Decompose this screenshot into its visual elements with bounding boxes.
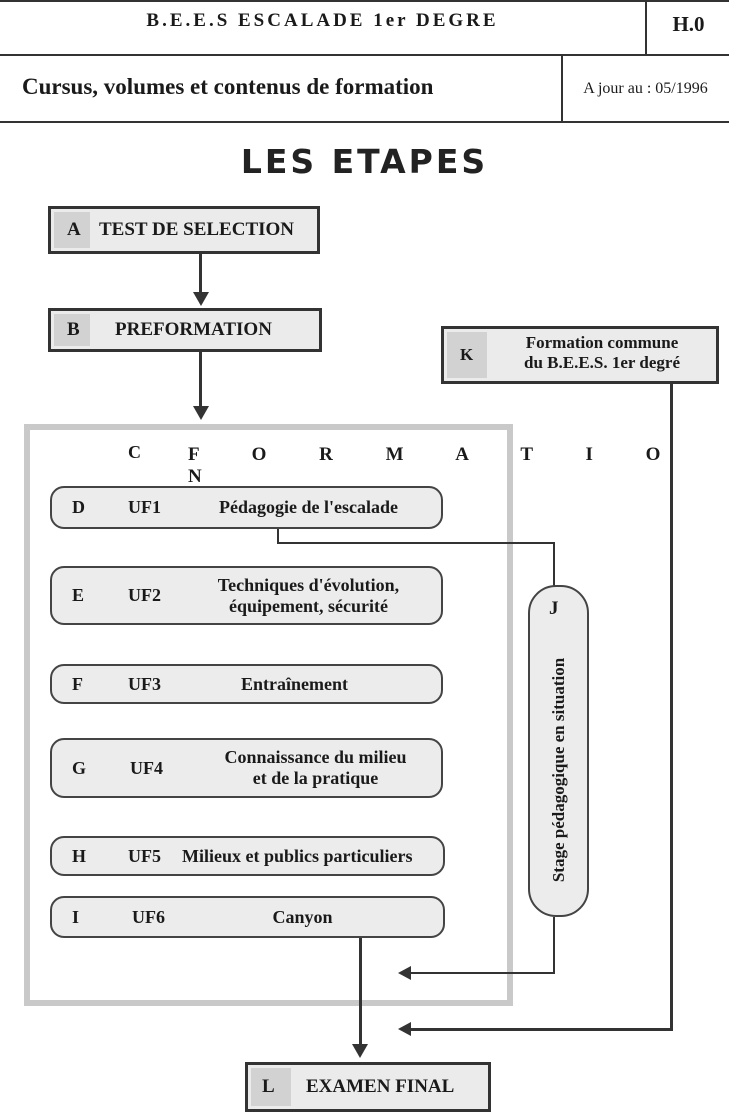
unit-uf6-title: Canyon	[272, 906, 333, 927]
document-subtitle: Cursus, volumes et contenus de formation	[22, 74, 434, 99]
update-date: A jour au : 05/1996	[583, 80, 708, 97]
arrow-b-c-line	[199, 352, 202, 408]
header-code-separator	[645, 0, 647, 55]
unit-uf2-title-line1: Techniques d'évolution,	[217, 574, 400, 595]
step-a-letter: A	[67, 219, 81, 240]
step-a-box: A TEST DE SELECTION	[48, 206, 320, 254]
arrow-to-exam-head	[352, 1044, 368, 1058]
step-c-letter: C	[128, 442, 141, 462]
stage-label: Stage pédagogique en situation	[549, 657, 568, 883]
arrow-a-b-head	[193, 292, 209, 306]
unit-uf5-code: UF5	[128, 845, 161, 866]
document-code: H.0	[672, 12, 705, 36]
step-l-letter: L	[262, 1076, 275, 1097]
step-a-label: TEST DE SELECTION	[99, 219, 295, 240]
unit-uf3-letter: F	[72, 673, 83, 694]
path-k-horizontal	[410, 1028, 673, 1031]
connector-stage-horizontal	[410, 972, 555, 974]
unit-uf4-letter: G	[72, 757, 87, 778]
step-b-letter: B	[67, 319, 80, 340]
header-bottom-border	[0, 121, 729, 123]
connector-stage-down	[553, 917, 555, 974]
unit-uf1-code: UF1	[128, 497, 161, 517]
connector-uf1-down	[277, 529, 279, 544]
unit-uf4-title-line2: et de la pratique	[252, 768, 379, 788]
unit-uf6-letter: I	[72, 906, 80, 927]
connector-uf1-to-stage	[553, 542, 555, 586]
document-title: B.E.E.S ESCALADE 1er DEGRE	[146, 10, 499, 31]
step-b-box: B PREFORMATION	[48, 308, 322, 352]
unit-uf1-letter: D	[72, 497, 85, 517]
connector-stage-arrowhead	[398, 966, 411, 980]
step-k-box: K Formation commune du B.E.E.S. 1er degr…	[441, 326, 719, 384]
unit-uf4-title-line1: Connaissance du milieu	[224, 747, 407, 768]
stage-box	[528, 585, 589, 917]
unit-uf2-title-line2: équipement, sécurité	[229, 595, 388, 616]
unit-uf1-title: Pédagogie de l'escalade	[219, 497, 398, 518]
unit-uf4: G UF4 Connaissance du milieu et de la pr…	[50, 738, 443, 798]
unit-uf2-letter: E	[72, 585, 85, 605]
step-b-label: PREFORMATION	[115, 319, 272, 340]
step-k-line1: Formation commune	[525, 333, 679, 352]
unit-uf5-letter: H	[72, 845, 87, 866]
step-l-label: EXAMEN FINAL	[306, 1076, 455, 1097]
unit-uf5-title: Milieux et publics particuliers	[182, 845, 413, 866]
connector-uf1-horizontal	[277, 542, 555, 544]
page-title: LES ETAPES	[240, 142, 489, 181]
path-k-line	[670, 384, 673, 1031]
unit-uf5: H UF5 Milieux et publics particuliers	[50, 836, 445, 876]
step-k-letter: K	[460, 345, 474, 364]
unit-uf2: E UF2 Techniques d'évolution, équipement…	[50, 566, 443, 625]
arrow-to-exam-line	[359, 938, 362, 1046]
unit-uf3: F UF3 Entraînement	[50, 664, 443, 704]
header-date-separator	[561, 55, 563, 122]
unit-uf3-title: Entraînement	[241, 673, 348, 694]
arrow-a-b-line	[199, 254, 202, 294]
unit-uf6-code: UF6	[132, 906, 165, 927]
unit-uf1: D UF1 Pédagogie de l'escalade	[50, 486, 443, 529]
step-l-box: L EXAMEN FINAL	[245, 1062, 491, 1112]
formation-title: F O R M A T I O N	[188, 444, 685, 487]
header-top-border	[0, 0, 729, 2]
unit-uf6: I UF6 Canyon	[50, 896, 445, 938]
stage-letter: J	[549, 598, 559, 619]
unit-uf4-code: UF4	[130, 757, 163, 778]
path-k-arrowhead	[398, 1022, 411, 1036]
unit-uf3-code: UF3	[128, 673, 161, 694]
arrow-b-c-head	[193, 406, 209, 420]
unit-uf2-code: UF2	[128, 585, 161, 605]
header-divider	[0, 54, 729, 56]
step-k-line2: du B.E.E.S. 1er degré	[523, 353, 680, 373]
